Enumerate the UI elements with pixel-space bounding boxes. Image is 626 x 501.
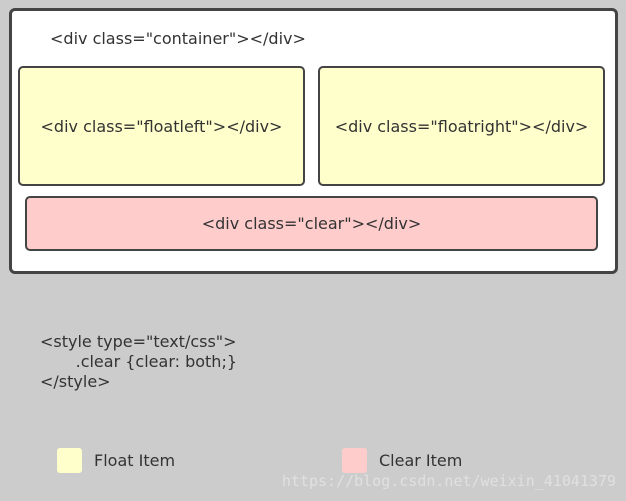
- container-box: <div class="container"></div> <div class…: [9, 8, 618, 274]
- floatright-label: <div class="floatright"></div>: [334, 116, 589, 136]
- clear-label: <div class="clear"></div>: [201, 214, 422, 233]
- container-label: <div class="container"></div>: [50, 29, 306, 48]
- floatright-box: <div class="floatright"></div>: [318, 66, 605, 186]
- clear-swatch: [342, 448, 367, 473]
- floatleft-box: <div class="floatleft"></div>: [18, 66, 305, 186]
- code-line-1: <style type="text/css">: [40, 332, 237, 351]
- legend-float: Float Item: [57, 448, 175, 473]
- clear-legend-label: Clear Item: [379, 451, 463, 470]
- clear-box: <div class="clear"></div>: [25, 196, 598, 251]
- float-legend-label: Float Item: [94, 451, 176, 470]
- legend-clear: Clear Item: [342, 448, 462, 473]
- code-line-2: .clear {clear: both;}: [40, 352, 238, 371]
- watermark: https://blog.csdn.net/weixin_41041379: [281, 472, 616, 490]
- css-code-snippet: <style type="text/css"> .clear {clear: b…: [40, 332, 237, 392]
- code-line-3: </style>: [40, 372, 111, 391]
- floatleft-label: <div class="floatleft"></div>: [40, 116, 283, 136]
- float-swatch: [57, 448, 82, 473]
